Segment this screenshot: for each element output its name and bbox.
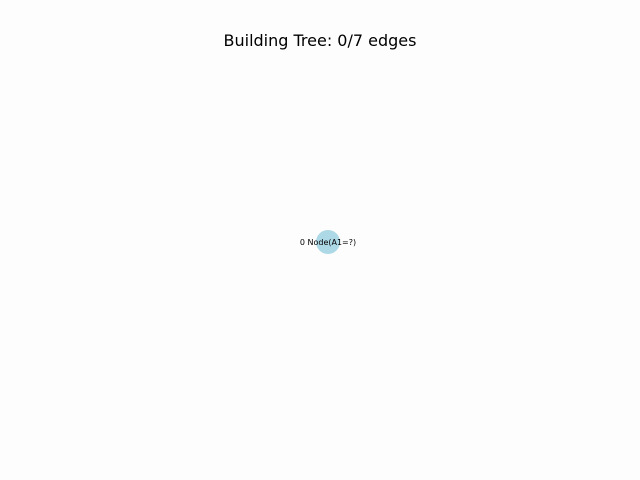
node-label: 0 Node(A1=?) xyxy=(300,238,356,247)
tree-node: 0 Node(A1=?) xyxy=(300,230,356,254)
diagram-title: Building Tree: 0/7 edges xyxy=(223,31,417,50)
node-circle xyxy=(316,230,340,254)
